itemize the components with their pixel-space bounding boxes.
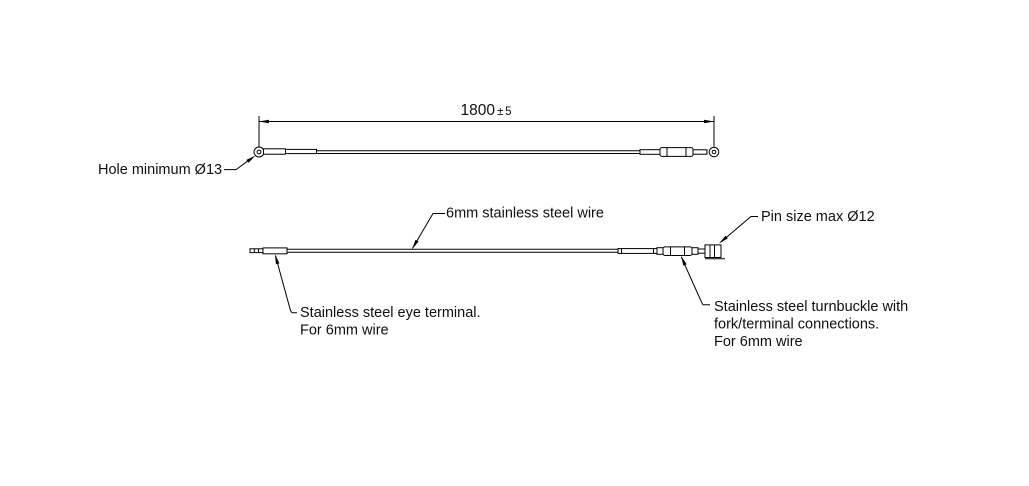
dimension-value: 1800 — [461, 102, 496, 119]
top-cable-assembly — [253, 146, 720, 158]
pin-label: Pin size max Ø12 — [761, 209, 875, 225]
dimension-arrow-right — [704, 119, 714, 124]
collar-right — [691, 247, 699, 255]
threaded-stud — [639, 149, 661, 155]
side-view: 6mm stainless steel wire Pin size max Ø1… — [249, 206, 908, 350]
fork-shank — [697, 248, 706, 254]
dimension-tolerance-value: 5 — [505, 106, 511, 118]
top-view: 1800±5 — [98, 102, 720, 178]
callout-hole: Hole minimum Ø13 — [98, 155, 256, 178]
pin-leader-arrow — [719, 235, 728, 244]
callout-wire: 6mm stainless steel wire — [412, 206, 604, 250]
dimension-tolerance-sign: ± — [497, 104, 504, 118]
eye-terminal-leader-line — [274, 255, 297, 314]
hole-leader-arrow — [246, 155, 256, 163]
turnbuckle-right-top-view — [639, 146, 720, 158]
swage-shank — [285, 148, 317, 155]
turnbuckle-leader-line — [680, 256, 710, 306]
eye-stud — [692, 149, 708, 155]
dimension-1800: 1800±5 — [258, 102, 715, 147]
wire-leader-arrow — [412, 239, 419, 250]
turnbuckle-right-side-view — [617, 244, 725, 260]
turnbuckle-leader-arrow — [681, 255, 687, 266]
wire-label: 6mm stainless steel wire — [446, 206, 604, 222]
hole-label: Hole minimum Ø13 — [98, 162, 222, 178]
turnbuckle-label-line3: For 6mm wire — [714, 334, 803, 350]
side-cable-assembly — [249, 244, 725, 260]
turnbuckle-label-line2: fork/terminal connections. — [714, 317, 879, 333]
swage-sleeve-side — [262, 247, 288, 255]
hole-leader-line — [224, 159, 250, 171]
turnbuckle-body — [659, 147, 694, 157]
pin-leader-line — [720, 216, 758, 243]
eye-terminal-left-top-view — [253, 146, 317, 158]
collar-left — [656, 247, 664, 255]
threaded-stud-side — [617, 248, 658, 254]
eye-terminal-leader-arrow — [275, 254, 280, 265]
eye-terminal-left-side-view — [249, 247, 288, 255]
dimension-text: 1800±5 — [461, 102, 512, 119]
wire-leader-line — [412, 213, 445, 249]
fork-clevis — [704, 244, 722, 258]
callout-turnbuckle: Stainless steel turnbuckle with fork/ter… — [680, 255, 908, 350]
callout-pin: Pin size max Ø12 — [719, 209, 875, 244]
turnbuckle-body-side — [662, 246, 693, 256]
eye-terminal-label-line2: For 6mm wire — [300, 323, 389, 339]
swage-sleeve — [263, 148, 286, 155]
callout-eye-terminal: Stainless steel eye terminal. For 6mm wi… — [274, 254, 481, 339]
dimension-arrow-left — [259, 119, 269, 124]
eye-hole-right — [711, 149, 717, 155]
eye-flat-end — [249, 248, 264, 254]
eye-hole — [256, 149, 262, 155]
turnbuckle-label-line1: Stainless steel turnbuckle with — [714, 299, 908, 315]
eye-terminal-label-line1: Stainless steel eye terminal. — [300, 305, 481, 321]
